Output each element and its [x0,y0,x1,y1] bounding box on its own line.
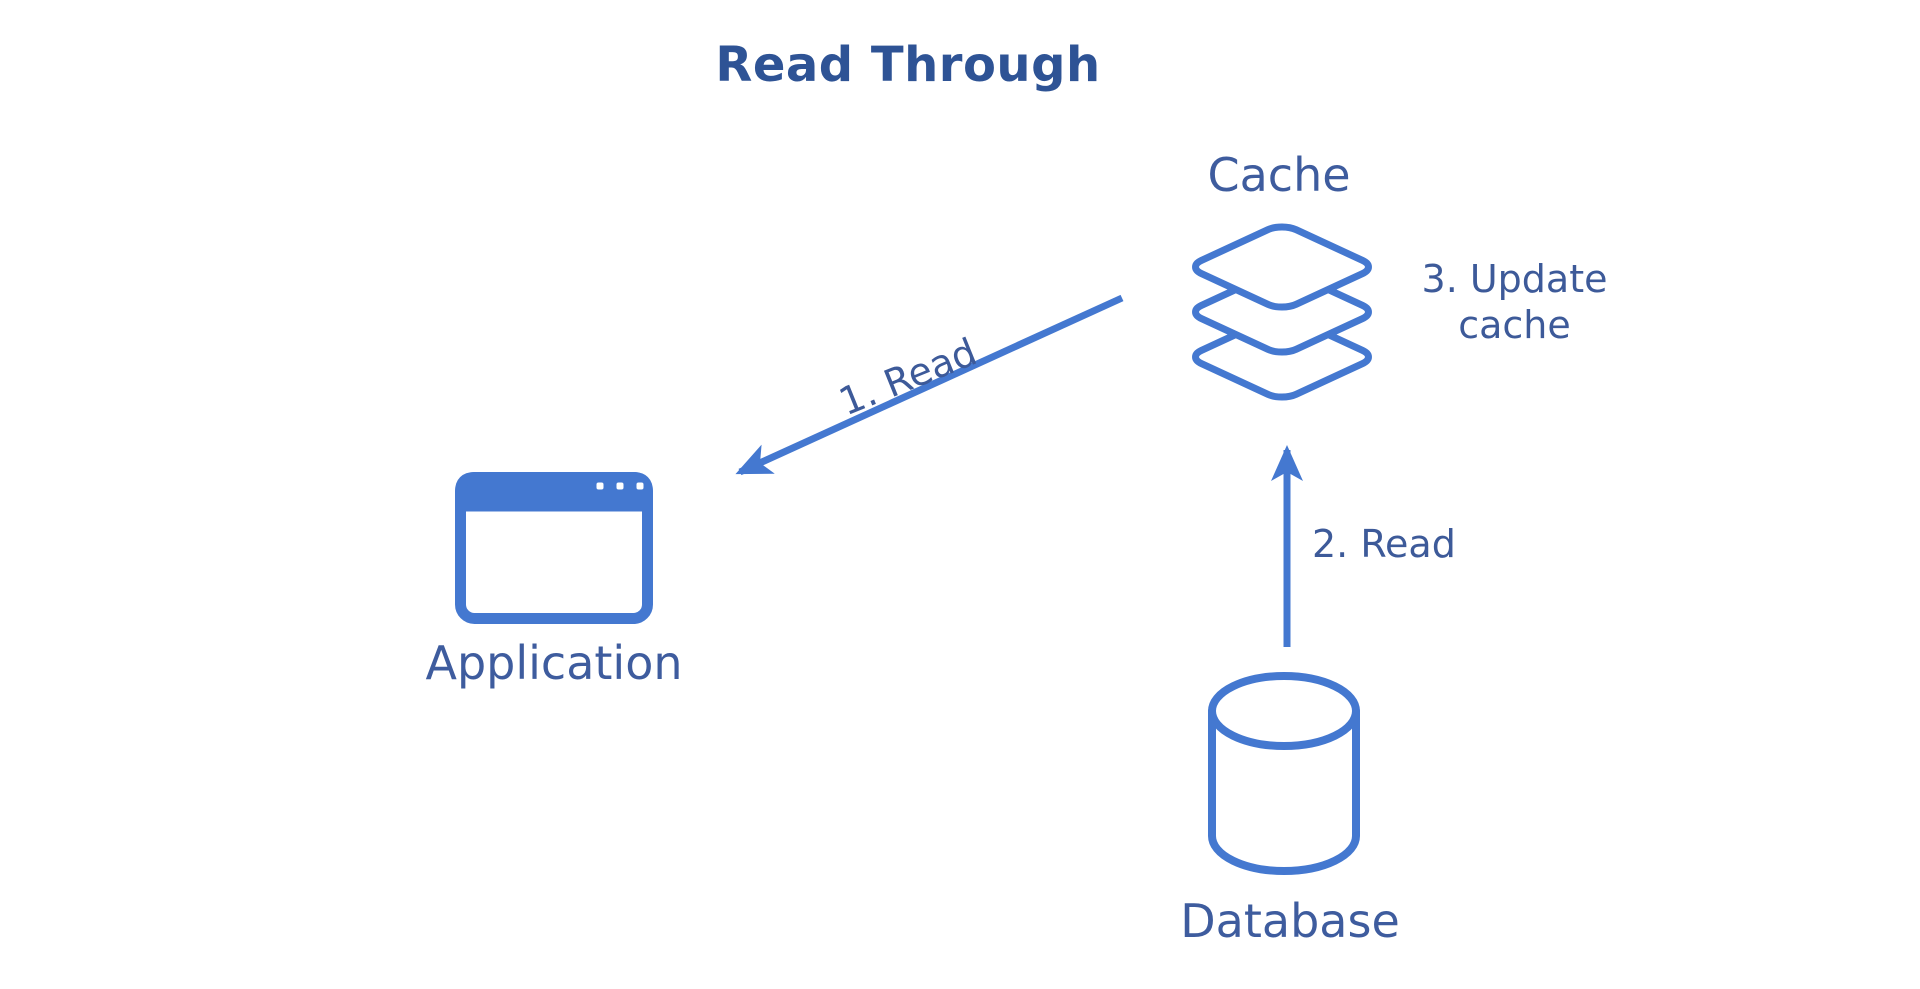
titlebar-dot-icon [596,482,604,490]
update-cache-line1: 3. Update [1421,257,1608,301]
application-window-icon [455,472,653,624]
window-titlebar [455,472,653,512]
database-cylinder-icon [1208,672,1360,875]
cache-label: Cache [1207,148,1351,202]
cylinder-top [1208,672,1360,750]
arrow-1-shaft [735,294,1124,476]
titlebar-dot-icon [616,482,624,490]
database-label: Database [1180,894,1400,948]
application-label: Application [425,636,683,690]
read2-annotation: 2. Read [1312,522,1456,566]
stack-layer-top [1187,223,1377,311]
update-cache-line2: cache [1458,303,1571,347]
arrow-cache-to-application [735,294,1124,476]
cylinder-body [1208,707,1360,875]
cache-stack-icon [1182,221,1382,405]
titlebar-dot-icon [636,482,644,490]
diagram-title: Read Through [715,37,1101,93]
arrow-database-to-cache [1271,445,1303,647]
update-cache-annotation: 3. Update cache [1402,256,1627,348]
